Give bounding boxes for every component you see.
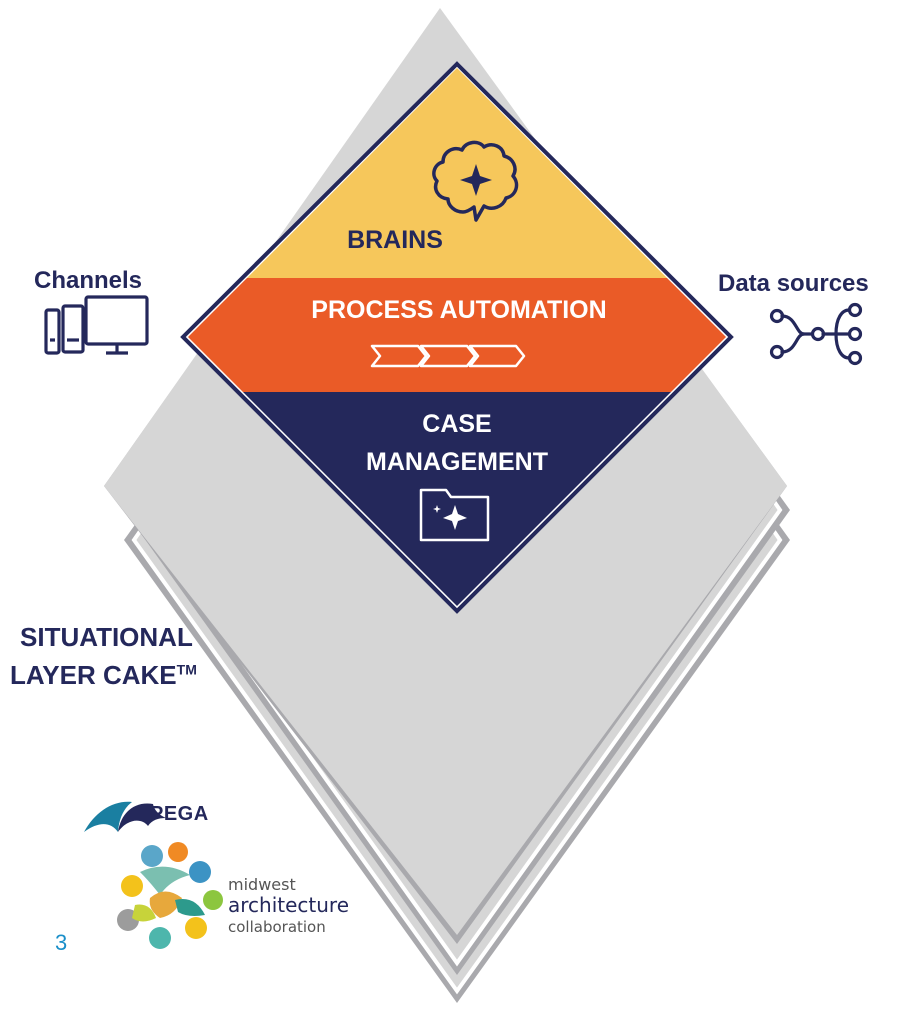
- folder-sparkle-icon: [419, 488, 490, 542]
- layer-brains: [188, 68, 726, 278]
- mac-line-architecture: architecture: [228, 893, 350, 917]
- brain-sparkle-icon: [432, 140, 519, 222]
- devices-icon: [44, 295, 149, 355]
- label-process-automation: PROCESS AUTOMATION: [311, 296, 606, 324]
- trademark-superscript: TM: [176, 661, 197, 678]
- mac-line-collaboration: collaboration: [228, 918, 326, 936]
- channels-label: Channels: [34, 267, 143, 294]
- pega-wordmark: PEGA: [150, 803, 209, 825]
- label-brains: BRAINS: [347, 226, 443, 254]
- label-case-line-2: MANAGEMENT: [366, 448, 548, 476]
- label-case-line-1: CASE: [422, 410, 491, 438]
- mac-line-midwest: midwest: [228, 875, 296, 894]
- caption-line-2-text: LAYER CAKE: [10, 660, 177, 690]
- caption-line-1: SITUATIONAL: [20, 622, 193, 652]
- caption-line-2: LAYER CAKETM: [10, 660, 197, 691]
- page-number: 3: [55, 930, 68, 955]
- data-sources-network-icon: [769, 302, 863, 366]
- pega-logo-icon: [84, 801, 166, 832]
- data-sources-label: Data sources: [718, 270, 869, 297]
- layer-process-automation: [188, 278, 726, 392]
- midwest-architecture-collaboration-logo-icon: [117, 842, 223, 949]
- chevron-flow-icon: [370, 344, 526, 368]
